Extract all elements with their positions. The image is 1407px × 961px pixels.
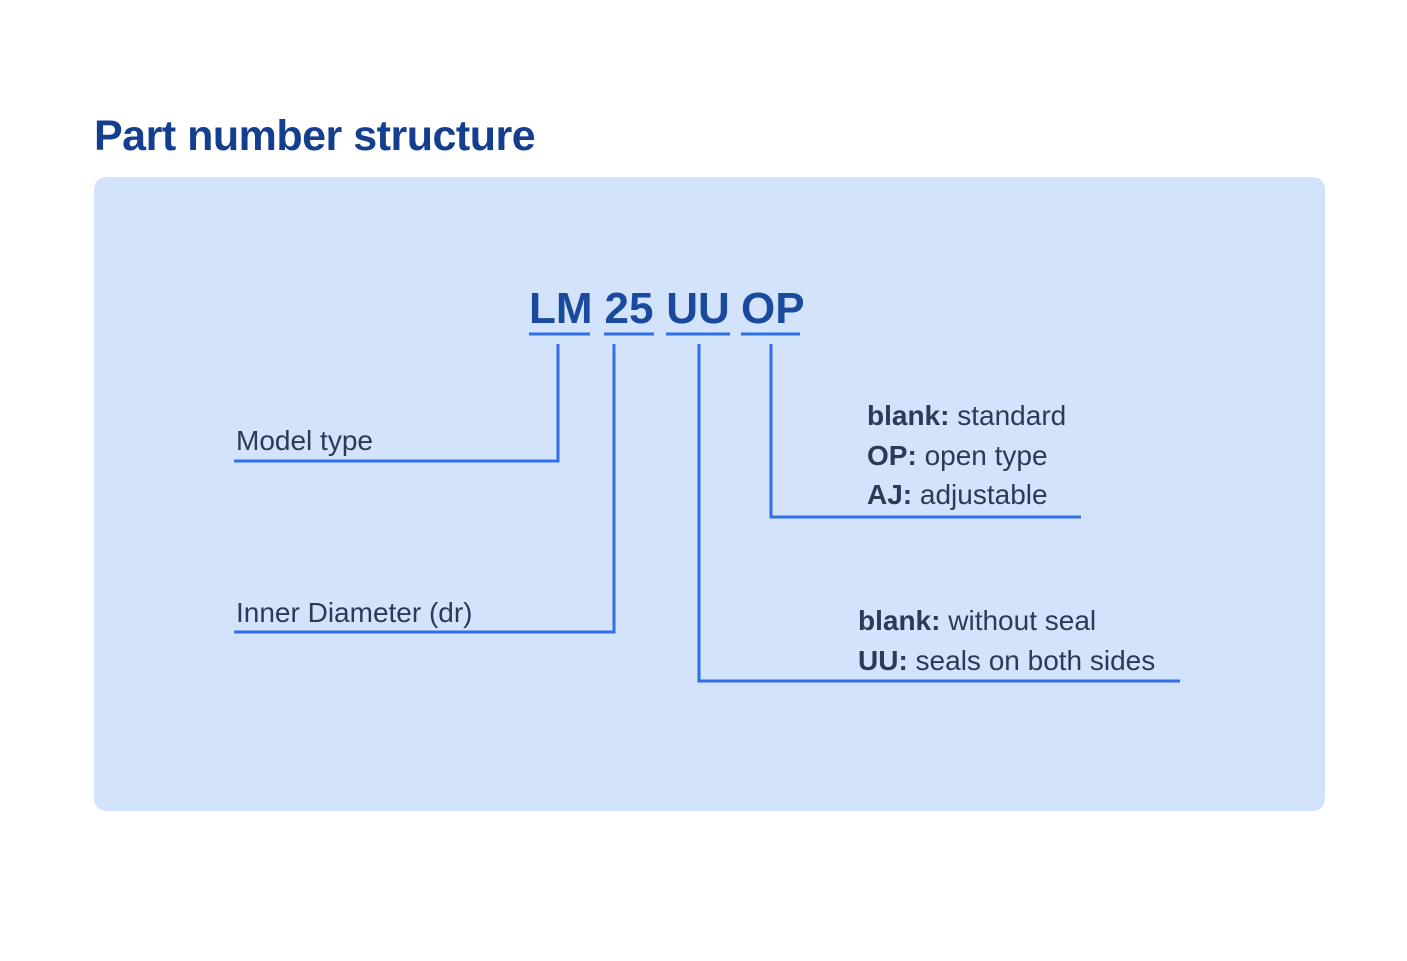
segment-lm: LM bbox=[529, 284, 593, 333]
label-inner-diameter: Inner Diameter (dr) bbox=[236, 597, 473, 628]
segment-uu: UU bbox=[666, 284, 730, 333]
suffix-option-text: adjustable bbox=[919, 479, 1048, 510]
seal-option-code: UU: bbox=[858, 645, 908, 676]
seal-option-blank: blank: without seal bbox=[858, 601, 1096, 641]
diagram-panel bbox=[94, 177, 1325, 811]
seal-option-uu: UU: seals on both sides bbox=[858, 641, 1155, 681]
suffix-option-code: OP: bbox=[867, 440, 917, 471]
suffix-option-code: blank: bbox=[867, 400, 950, 431]
suffix-option-op: OP: open type bbox=[867, 436, 1048, 476]
segment-25: 25 bbox=[604, 284, 654, 333]
suffix-option-text: open type bbox=[924, 440, 1048, 471]
label-model-type: Model type bbox=[236, 425, 373, 456]
page-title: Part number structure bbox=[94, 112, 536, 160]
seal-option-text: without seal bbox=[948, 605, 1097, 636]
suffix-option-text: standard bbox=[957, 400, 1067, 431]
seal-option-code: blank: bbox=[858, 605, 941, 636]
suffix-option-blank: blank: standard bbox=[867, 396, 1066, 436]
segment-op: OP bbox=[741, 284, 805, 333]
suffix-option-aj: AJ: adjustable bbox=[867, 475, 1048, 515]
seal-option-text: seals on both sides bbox=[915, 645, 1156, 676]
suffix-option-code: AJ: bbox=[867, 479, 913, 510]
